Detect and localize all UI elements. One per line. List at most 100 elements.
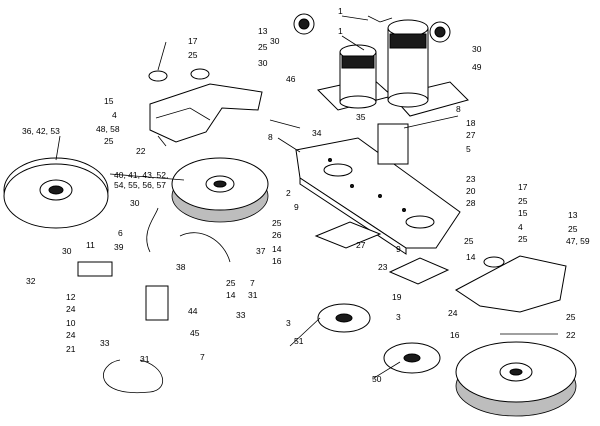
callout: 17 bbox=[188, 36, 198, 46]
callout: 8 bbox=[456, 104, 461, 114]
callout: 14 bbox=[272, 244, 282, 254]
callout: 25 bbox=[518, 196, 528, 206]
callout: 31 bbox=[140, 354, 150, 364]
callout: 16 bbox=[272, 256, 282, 266]
callout: 16 bbox=[450, 330, 460, 340]
callout: 36, 42, 53 bbox=[22, 126, 60, 136]
callout: 24 bbox=[448, 308, 458, 318]
callout: 25 bbox=[566, 312, 576, 322]
deck-bracket bbox=[377, 123, 409, 165]
callout: 20 bbox=[466, 186, 476, 196]
callout: 45 bbox=[190, 328, 200, 338]
callout: 2 bbox=[286, 188, 291, 198]
callout: 6 bbox=[118, 228, 123, 238]
callout: 15 bbox=[104, 96, 114, 106]
callout: 25 bbox=[188, 50, 198, 60]
main-deck bbox=[295, 123, 461, 255]
callout: 3 bbox=[286, 318, 291, 328]
callout: 49 bbox=[472, 62, 482, 72]
callout: 46 bbox=[286, 74, 296, 84]
callout: 22 bbox=[136, 146, 146, 156]
callout: 30 bbox=[62, 246, 72, 256]
callout: 4 bbox=[518, 222, 523, 232]
callout: 1 bbox=[338, 6, 343, 16]
callout: 14 bbox=[466, 252, 476, 262]
callout: 13 bbox=[258, 26, 268, 36]
callout: 27 bbox=[466, 130, 476, 140]
hub-plate-upper bbox=[314, 221, 382, 249]
callout: 3 bbox=[396, 312, 401, 322]
callout: 25 bbox=[226, 278, 236, 288]
callout: 28 bbox=[466, 198, 476, 208]
motor-mount-plate-right bbox=[391, 81, 469, 117]
callout: 25 bbox=[568, 224, 578, 234]
callout: 15 bbox=[518, 208, 528, 218]
callout: 25 bbox=[518, 234, 528, 244]
callout: 23 bbox=[466, 174, 476, 184]
callout: 25 bbox=[464, 236, 474, 246]
callout: 39 bbox=[114, 242, 124, 252]
callout: 9 bbox=[396, 244, 401, 254]
callout: 4 bbox=[112, 110, 117, 120]
callout: 54, 55, 56, 57 bbox=[114, 180, 166, 190]
inlet-fitting bbox=[77, 261, 113, 277]
callout: 30 bbox=[270, 36, 280, 46]
callout: 5 bbox=[466, 144, 471, 154]
callout: 37 bbox=[256, 246, 266, 256]
callout: 25 bbox=[258, 42, 268, 52]
pad-driver-left bbox=[3, 157, 109, 229]
callout: 30 bbox=[472, 44, 482, 54]
callout: 25 bbox=[104, 136, 114, 146]
callout: 33 bbox=[100, 338, 110, 348]
callout: 33 bbox=[236, 310, 246, 320]
callout: 27 bbox=[356, 240, 366, 250]
callout: 9 bbox=[294, 202, 299, 212]
motor-right-band bbox=[389, 33, 427, 49]
callout-labels: 1 1 17 25 13 25 30 30 30 49 46 15 4 48, … bbox=[22, 6, 590, 384]
callout: 34 bbox=[312, 128, 322, 138]
hub-plate-lower bbox=[388, 257, 450, 285]
callout: 13 bbox=[568, 210, 578, 220]
motor-assembly bbox=[293, 13, 469, 117]
callout: 40, 41, 43, 52, bbox=[114, 170, 168, 180]
right-brush-cover bbox=[455, 255, 567, 313]
hose-assembly bbox=[77, 207, 231, 394]
callout: 32 bbox=[26, 276, 36, 286]
callout: 44 bbox=[188, 306, 198, 316]
callout: 10 bbox=[66, 318, 76, 328]
callout: 50 bbox=[372, 374, 382, 384]
brush-right bbox=[455, 341, 577, 417]
callout: 18 bbox=[466, 118, 476, 128]
left-brush-cover bbox=[148, 68, 263, 143]
callout: 1 bbox=[338, 26, 343, 36]
callout: 47, 59 bbox=[566, 236, 590, 246]
callout: 7 bbox=[200, 352, 205, 362]
callout: 11 bbox=[86, 240, 95, 250]
callout: 26 bbox=[272, 230, 282, 240]
callout: 17 bbox=[518, 182, 528, 192]
leader-lines bbox=[55, 15, 558, 379]
callout: 8 bbox=[268, 132, 273, 142]
callout: 12 bbox=[66, 292, 76, 302]
callout: 35 bbox=[356, 112, 366, 122]
callout: 24 bbox=[66, 304, 76, 314]
callout: 23 bbox=[378, 262, 388, 272]
callout: 21 bbox=[66, 344, 76, 354]
callout: 38 bbox=[176, 262, 186, 272]
callout: 25 bbox=[272, 218, 282, 228]
callout: 14 bbox=[226, 290, 236, 300]
callout: 51 bbox=[294, 336, 304, 346]
callout: 7 bbox=[250, 278, 255, 288]
callout: 22 bbox=[566, 330, 576, 340]
drive-disc-center bbox=[317, 303, 371, 333]
brush-left bbox=[171, 157, 269, 223]
callout: 30 bbox=[258, 58, 268, 68]
valve-block bbox=[145, 285, 169, 321]
callout: 48, 58 bbox=[96, 124, 120, 134]
callout: 30 bbox=[130, 198, 140, 208]
callout: 24 bbox=[66, 330, 76, 340]
callout: 19 bbox=[392, 292, 402, 302]
callout: 31 bbox=[248, 290, 258, 300]
